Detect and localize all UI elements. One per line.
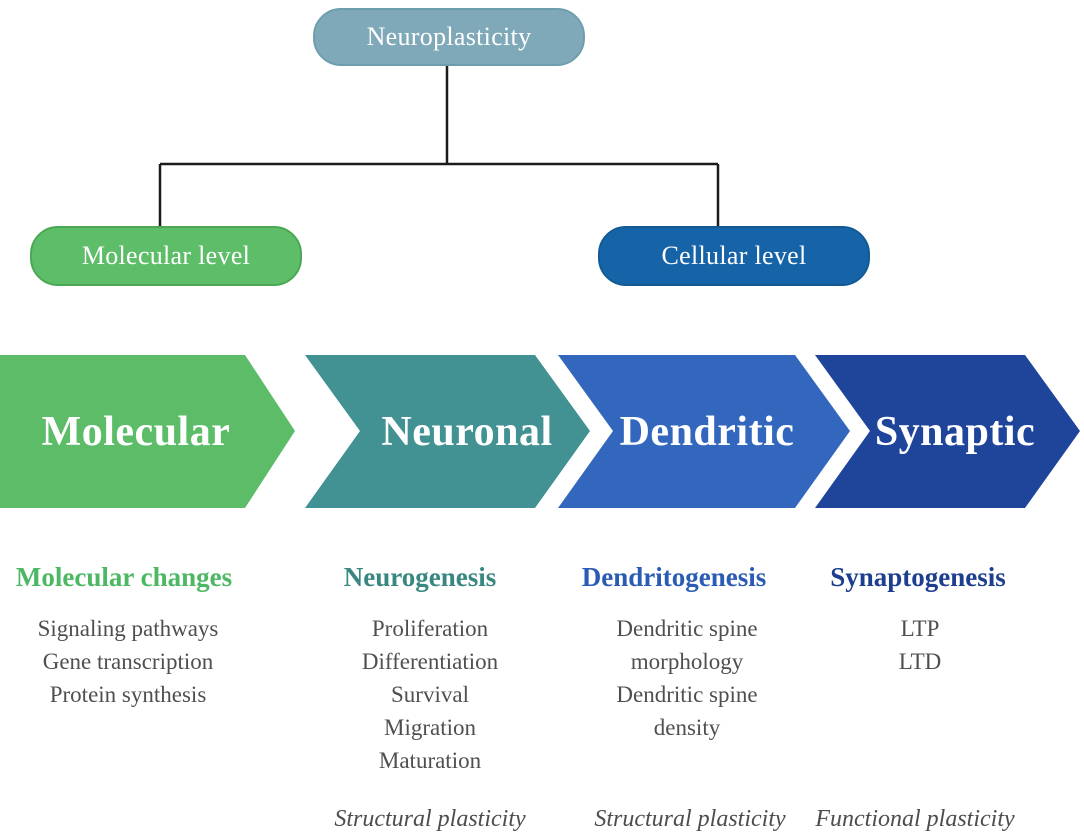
- node-cellular-level-label: Cellular level: [661, 241, 807, 270]
- list-item: Survival: [391, 682, 469, 707]
- arrow-neuronal-shape: [305, 355, 590, 508]
- footer-structural-plasticity-neuronal: Structural plasticity: [334, 806, 526, 832]
- node-molecular-level-label: Molecular level: [81, 241, 251, 270]
- heading-molecular-changes: Molecular changes: [15, 562, 233, 592]
- list-item: Protein synthesis: [49, 682, 207, 707]
- arrow-molecular-shape: [0, 355, 295, 508]
- list-item: Dendritic spine density: [616, 682, 758, 740]
- list-item: Signaling pathways: [37, 616, 219, 641]
- heading-dendritogenesis: Dendritogenesis: [581, 562, 767, 592]
- footer-functional-plasticity-synaptic: Functional plasticity: [815, 806, 1015, 832]
- list-item: Migration: [384, 715, 476, 740]
- list-item: Proliferation: [371, 616, 489, 641]
- node-neuroplasticity: Neuroplasticity: [313, 8, 585, 66]
- list-item: LTD: [898, 649, 942, 674]
- list-item: Gene transcription: [42, 649, 214, 674]
- molecular-changes-items: Signaling pathways Gene transcription Pr…: [0, 612, 256, 711]
- process-arrow-band: [0, 355, 1080, 508]
- neurogenesis-items: Proliferation Differentiation Survival M…: [340, 612, 520, 777]
- synaptogenesis-items: LTP LTD: [830, 612, 1010, 678]
- arrow-dendritic-shape: [558, 355, 850, 508]
- arrow-neuronal-label: Neuronal: [381, 408, 553, 455]
- arrow-synaptic-shape: [815, 355, 1080, 508]
- list-item: Dendritic spine morphology: [616, 616, 758, 674]
- node-neuroplasticity-label: Neuroplasticity: [366, 22, 532, 51]
- heading-synaptogenesis: Synaptogenesis: [830, 562, 1006, 592]
- node-molecular-level: Molecular level: [30, 226, 302, 286]
- node-cellular-level: Cellular level: [598, 226, 870, 286]
- arrow-molecular-label: Molecular: [41, 408, 231, 455]
- arrow-dendritic-label: Dendritic: [619, 408, 795, 455]
- dendritogenesis-items: Dendritic spine morphology Dendritic spi…: [587, 612, 787, 744]
- arrow-synaptic-label: Synaptic: [874, 408, 1036, 455]
- heading-neurogenesis: Neurogenesis: [343, 562, 497, 592]
- list-item: Maturation: [378, 748, 482, 773]
- list-item: Differentiation: [361, 649, 499, 674]
- list-item: LTP: [900, 616, 940, 641]
- footer-structural-plasticity-dendritic: Structural plasticity: [594, 806, 786, 832]
